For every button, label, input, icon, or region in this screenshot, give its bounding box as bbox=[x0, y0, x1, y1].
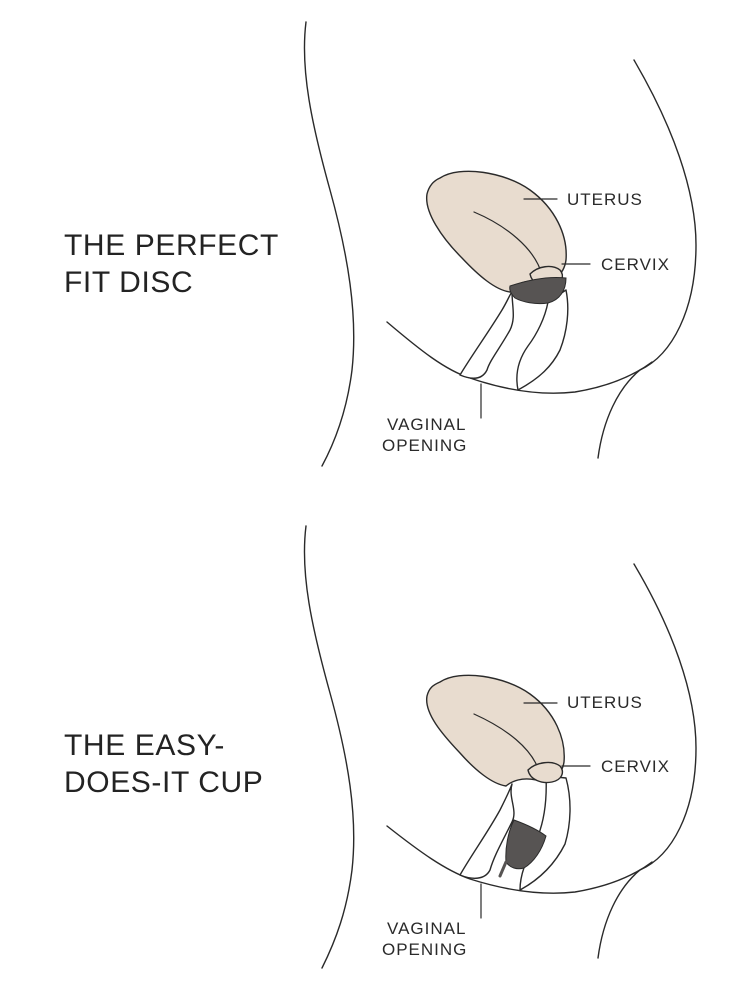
cup-panel: THE EASY- DOES-IT CUP UTERUS CERVIX VAGI… bbox=[0, 498, 756, 996]
cup-title: THE EASY- DOES-IT CUP bbox=[64, 727, 263, 801]
disc-title-line-2: FIT DISC bbox=[64, 266, 194, 299]
belly-contour bbox=[597, 59, 697, 459]
uterus-label: UTERUS bbox=[567, 693, 643, 712]
vaginal-canal-front bbox=[516, 289, 569, 391]
vaginal-canal bbox=[459, 783, 515, 879]
cervix-shape bbox=[527, 761, 564, 784]
cup-title-line-1: THE EASY- bbox=[64, 729, 226, 762]
uterus-inner-curve bbox=[473, 211, 543, 276]
vaginal-opening-label-line-2: OPENING bbox=[382, 436, 467, 455]
cup-anatomy-diagram: UTERUS CERVIX VAGINAL OPENING bbox=[303, 525, 697, 969]
vaginal-opening-label-line-2: OPENING bbox=[382, 940, 467, 959]
vaginal-canal bbox=[459, 291, 514, 379]
menstrual-cup-stem bbox=[498, 860, 508, 878]
back-contour bbox=[303, 21, 355, 467]
disc-panel: THE PERFECT FIT DISC UTERUS CERVIX VAGIN… bbox=[64, 21, 697, 467]
disc-title: THE PERFECT FIT DISC bbox=[64, 227, 279, 301]
vaginal-opening-label-line-1: VAGINAL bbox=[387, 919, 466, 938]
disc-anatomy-diagram: UTERUS CERVIX VAGINAL OPENING bbox=[303, 21, 697, 467]
menstrual-cup bbox=[505, 819, 547, 870]
belly-contour bbox=[597, 563, 697, 959]
vaginal-opening-label-line-1: VAGINAL bbox=[387, 415, 466, 434]
disc-title-line-1: THE PERFECT bbox=[64, 229, 279, 262]
cervix-label: CERVIX bbox=[601, 255, 670, 274]
back-contour bbox=[303, 525, 355, 969]
menstrual-disc bbox=[509, 277, 567, 305]
cup-title-line-2: DOES-IT CUP bbox=[64, 766, 264, 799]
uterus-label: UTERUS bbox=[567, 190, 643, 209]
pelvic-floor-line bbox=[386, 825, 653, 894]
cervix-label: CERVIX bbox=[601, 757, 670, 776]
